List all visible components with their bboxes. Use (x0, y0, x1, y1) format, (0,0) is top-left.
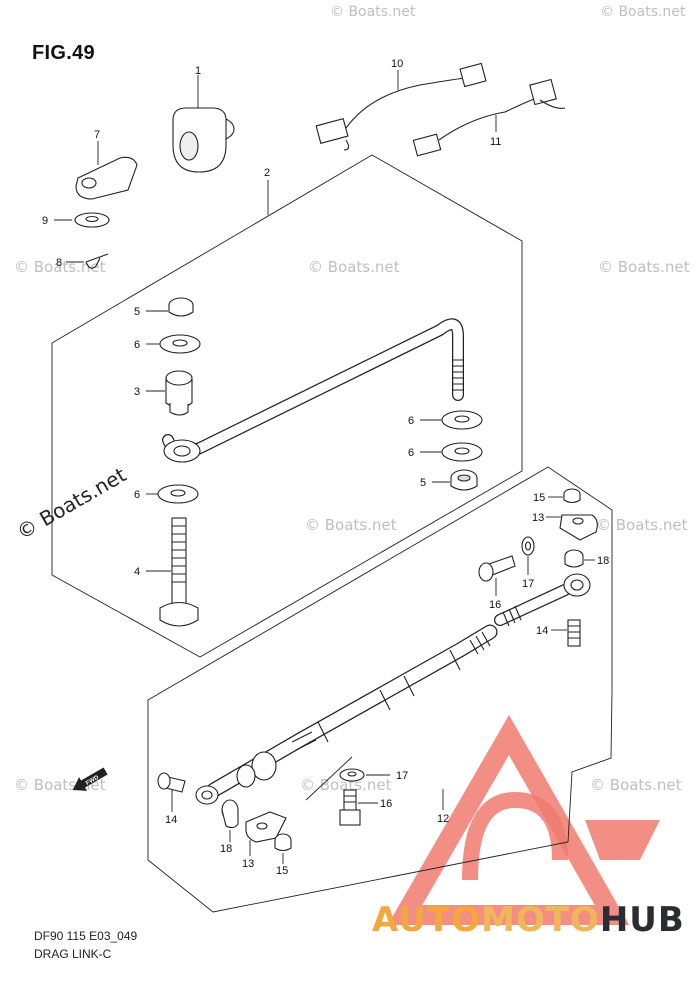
callout-5-upper: 5 (134, 306, 140, 318)
callout-6-c: 6 (408, 447, 414, 459)
callout-14-lower: 14 (165, 814, 177, 826)
link-rod-assembly (195, 624, 498, 805)
washer-part-6-a (146, 334, 201, 354)
washer-part-9 (54, 212, 110, 228)
callout-15-upper: 15 (533, 492, 545, 504)
nut-part-5-upper (146, 297, 194, 317)
watermark-text: © Boats.net (13, 462, 131, 544)
washer-part-6-d (146, 484, 199, 504)
callout-12: 12 (437, 813, 449, 825)
bolt-part-16-lower (339, 789, 378, 826)
watermark-text: © Boats.net (590, 776, 682, 794)
callout-13-lower: 13 (242, 858, 254, 870)
lower-group-outline (147, 466, 613, 913)
brand-auto: AUTO (372, 900, 481, 940)
callout-7: 7 (94, 129, 100, 141)
plate-part-13-upper (546, 514, 598, 541)
washer-part-6-b (420, 410, 483, 430)
nut-part-15-lower (274, 833, 292, 864)
callout-18-lower: 18 (220, 843, 232, 855)
watermark-text: © Boats.net (300, 776, 392, 794)
brand-logo (387, 714, 660, 925)
callout-2: 2 (264, 167, 270, 179)
callout-16-upper: 16 (489, 599, 501, 611)
callout-6-d: 6 (134, 489, 140, 501)
collar-part-1 (172, 75, 235, 173)
watermark-text: © Boats.net (305, 516, 397, 534)
washer-part-17-upper (521, 536, 535, 575)
washer-part-6-c (420, 442, 483, 462)
watermark-text: © Boats.net (600, 4, 686, 20)
callout-3: 3 (134, 386, 140, 398)
watermark-layer: © Boats.net © Boats.net © Boats.net © Bo… (13, 4, 690, 794)
upper-group-outline (51, 154, 523, 658)
wire-harness-part-11 (412, 78, 566, 157)
watermark-text: © Boats.net (598, 258, 690, 276)
ball-joint-right (494, 573, 591, 627)
callout-18-upper: 18 (597, 555, 609, 567)
callout-11: 11 (490, 136, 501, 148)
callout-5-lower: 5 (420, 477, 426, 489)
brand-hub: HUB (599, 900, 685, 940)
watermark-text: © Boats.net (596, 516, 688, 534)
callout-17-upper: 17 (522, 578, 534, 590)
clip-part-8 (66, 253, 109, 269)
watermark-text: © Boats.net (14, 258, 106, 276)
watermark-text: © Boats.net (330, 4, 416, 20)
callout-15-lower: 15 (276, 865, 288, 877)
callout-10: 10 (391, 58, 403, 70)
collar-part-18-lower (221, 799, 239, 842)
wire-harness-part-10 (315, 62, 487, 151)
nut-part-5-lower (432, 469, 478, 491)
callout-4: 4 (134, 566, 140, 578)
bolt-part-4 (146, 517, 199, 627)
drag-link-rod (162, 318, 464, 463)
callout-17-lower: 17 (396, 770, 408, 782)
callout-16-lower: 16 (380, 798, 392, 810)
plate-part-13-lower (245, 811, 287, 856)
bolt-part-16-upper (478, 555, 516, 596)
logo-slab (585, 820, 660, 860)
bushing-part-3 (146, 370, 193, 416)
callout-14-upper: 14 (536, 625, 548, 637)
brand-wordmark: AUTOMOTOHUB (372, 900, 690, 945)
callout-numbers: 1 2 3 4 5 5 6 6 6 6 7 8 9 10 11 12 13 13… (42, 58, 609, 877)
nut-part-15-upper (548, 488, 581, 504)
logo-inner-arc (462, 791, 568, 881)
logo-triangle (387, 714, 630, 925)
brand-moto: MOTO (480, 900, 600, 940)
figure-title: FIG.49 (32, 42, 95, 64)
collar-part-18-upper (564, 549, 595, 568)
washer-part-17-lower (305, 756, 390, 801)
bolt-part-14-upper (551, 619, 581, 647)
watermark-text: © Boats.net (308, 258, 400, 276)
diagram-name: DRAG LINK-C (34, 947, 112, 961)
callout-6-b: 6 (408, 415, 414, 427)
callout-8: 8 (56, 257, 62, 269)
callout-6-a: 6 (134, 339, 140, 351)
callout-9: 9 (42, 215, 48, 227)
callout-13-upper: 13 (532, 512, 544, 524)
bolt-part-14-lower (157, 772, 186, 812)
bracket-part-7 (75, 141, 138, 200)
diagram-id: DF90 115 E03_049 (34, 929, 138, 943)
callout-1: 1 (195, 65, 201, 77)
